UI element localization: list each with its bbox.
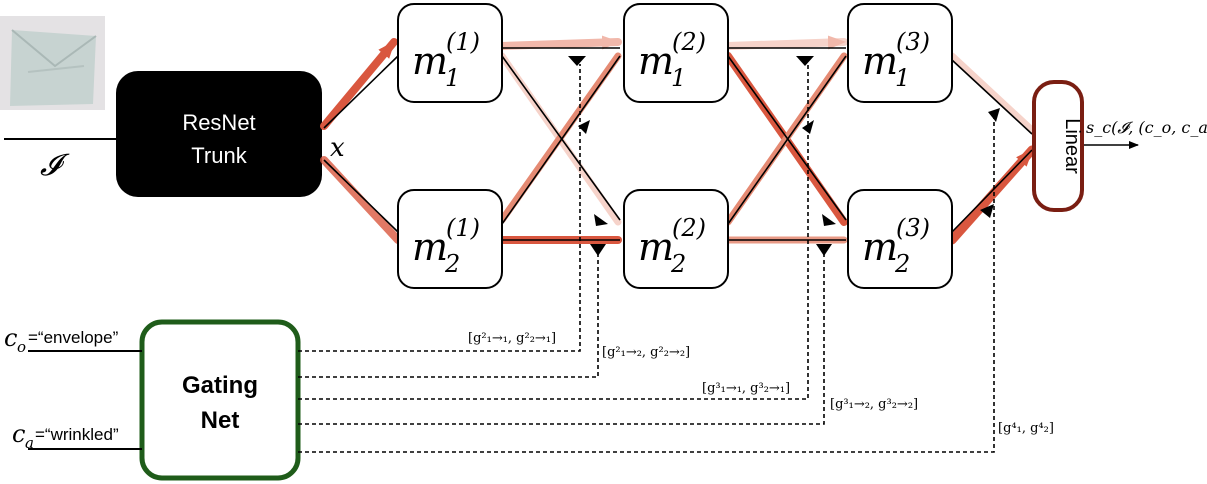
linear-box [1032, 80, 1084, 212]
module-m2-1-sub: 2 [444, 250, 460, 278]
gate-label-3: [g³₁→₁, g³₂→₁] [702, 381, 790, 396]
object-input: c o =“envelope” [4, 324, 142, 356]
gate-markers [568, 56, 1000, 256]
attribute-sub: a [25, 434, 34, 452]
gate-label-2: [g²₁→₂, g²₂→₂] [602, 345, 690, 360]
module-m1-3-base: m [862, 39, 898, 83]
gate-label-4: [g³₁→₂, g³₂→₂] [830, 397, 918, 412]
module-m1-3-sup: (3) [896, 28, 930, 56]
object-sub: o [17, 338, 26, 356]
input-photo [0, 16, 105, 110]
gating-label-line1: Gating [182, 372, 258, 399]
attribute-value: =“wrinkled” [35, 425, 119, 444]
module-m1-2-sub: 1 [671, 64, 686, 92]
module-m1-1-base: m [412, 39, 448, 83]
module-m2-3-sup: (3) [896, 214, 930, 242]
attribute-input: c a =“wrinkled” [12, 420, 142, 452]
module-m1-1-sup: (1) [446, 28, 480, 56]
gate-lines [298, 64, 995, 453]
module-m2-3: m 2 (3) [847, 189, 953, 289]
module-m2-1-sup: (1) [446, 214, 480, 242]
module-m1-3-sub: 1 [895, 64, 910, 92]
gating-net-box [139, 319, 301, 481]
linear-label: Linear [1061, 118, 1083, 174]
output-score-label: s_c(𝓘, (c_o, c_a)) [1086, 118, 1207, 137]
module-m1-2: m 1 (2) [623, 3, 729, 103]
resnet-trunk-box [116, 71, 322, 197]
module-m2-3-sub: 2 [894, 250, 910, 278]
module-m2-2-sub: 2 [670, 250, 686, 278]
module-m1-1-sub: 1 [445, 64, 460, 92]
module-m2-1: m 2 (1) [397, 189, 503, 289]
module-m2-2: m 2 (2) [623, 189, 729, 289]
resnet-label-line2: Trunk [191, 143, 247, 168]
module-m1-2-base: m [638, 39, 674, 83]
module-m2-3-base: m [862, 225, 898, 269]
attribute-var: c [12, 420, 25, 448]
module-m2-2-base: m [638, 225, 674, 269]
input-image-label: 𝓘 [40, 148, 70, 183]
module-m2-2-sup: (2) [672, 214, 706, 242]
resnet-label-line1: ResNet [182, 110, 255, 135]
module-m1-3: m 1 (3) [847, 3, 953, 103]
object-var: c [4, 324, 17, 352]
svg-text:m: m [412, 39, 448, 83]
connections [323, 47, 1139, 241]
object-value: =“envelope” [28, 328, 119, 347]
module-m2-1-base: m [412, 225, 448, 269]
module-m1-1: m 1 (1) [397, 3, 503, 103]
module-m1-2-sup: (2) [672, 28, 706, 56]
gate-label-5: [g⁴₁, g⁴₂] [998, 421, 1054, 436]
gating-label-line2: Net [201, 407, 240, 434]
gate-label-1: [g²₁→₁, g²₂→₁] [468, 331, 556, 346]
feature-label: x [330, 133, 345, 163]
